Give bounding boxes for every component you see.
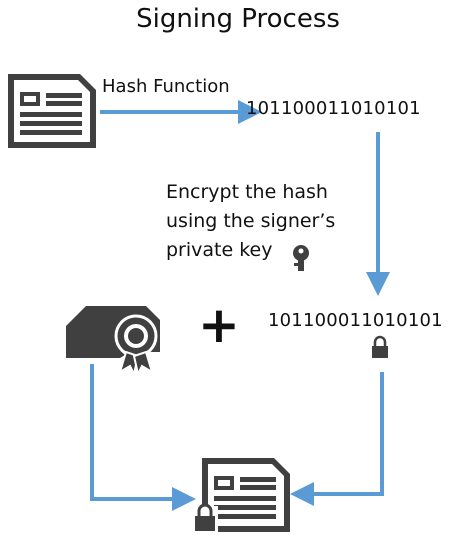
signed-document-icon (192, 458, 290, 532)
hash-arrow (100, 100, 262, 124)
lock-icon (372, 335, 388, 358)
encrypt-line-3: private key (166, 239, 273, 261)
plus-symbol: + (198, 296, 240, 354)
encrypt-instruction: Encrypt the hash using the signer’s priv… (166, 178, 335, 265)
document-icon (8, 74, 96, 148)
hash-value: 101100011010101 (246, 98, 421, 119)
certificate-to-signed-arrow (90, 364, 196, 511)
encrypted-hash-to-signed-arrow (290, 372, 384, 506)
certificate-icon (66, 306, 160, 377)
key-icon (293, 245, 309, 271)
hash-function-label: Hash Function (102, 76, 230, 97)
encrypt-arrow (366, 132, 390, 296)
encrypted-hash-value: 101100011010101 (268, 310, 443, 331)
diagram-title: Signing Process (136, 4, 340, 34)
encrypt-line-2: using the signer’s (166, 210, 336, 232)
encrypt-line-1: Encrypt the hash (166, 181, 328, 203)
